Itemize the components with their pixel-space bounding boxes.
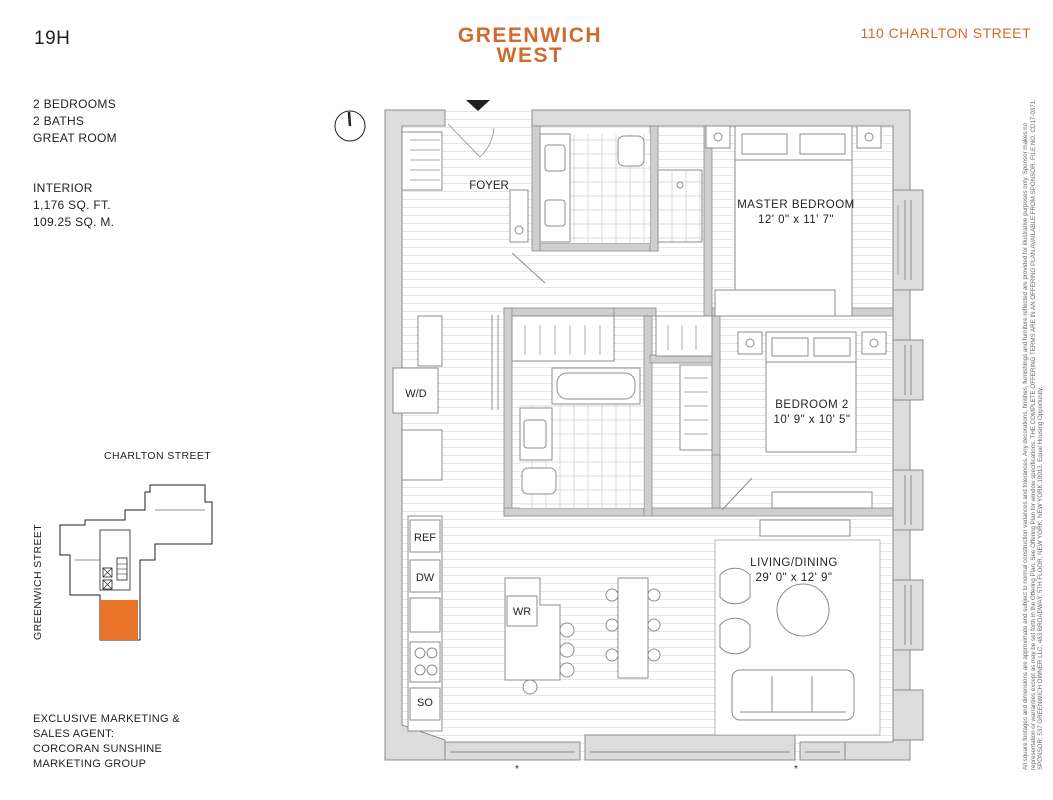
- media-console: [759, 519, 851, 537]
- cooktop: [409, 641, 441, 683]
- agent-line-4: MARKETING GROUP: [33, 758, 147, 770]
- unit-number: 19H: [34, 28, 71, 49]
- coffee-table: [776, 583, 830, 637]
- sofa: [731, 669, 855, 721]
- linen-closet: [417, 315, 443, 367]
- bedrooms-count: 2 BEDROOMS: [33, 97, 117, 111]
- storage-closet: [401, 429, 443, 481]
- room-label-living-dining: LIVING/DINING: [750, 557, 838, 569]
- key-plan-outline: [59, 484, 213, 641]
- key-plan-unit-highlight: [100, 600, 138, 640]
- area-sq-m: 109.25 SQ. M.: [33, 215, 115, 229]
- room-label-bedroom-2: BEDROOM 2: [775, 399, 849, 411]
- appliance-label-dw: DW: [416, 572, 435, 584]
- master-bed: [734, 125, 853, 317]
- bathtub: [551, 367, 641, 405]
- unit-summary: 2 BEDROOMS 2 BATHS GREAT ROOM: [33, 96, 117, 147]
- baths-count: 2 BATHS: [33, 114, 85, 128]
- street-label-charlton: CHARLTON STREET: [104, 450, 212, 462]
- agent-line-3: CORCORAN SUNSHINE: [33, 743, 163, 755]
- bedroom2-nightstand-left: [737, 331, 763, 355]
- legal-disclaimer: All square footages and dimensions are a…: [1022, 99, 1044, 770]
- logo-line-2: WEST: [496, 44, 564, 67]
- bedroom2-dresser: [771, 491, 873, 509]
- entry-arrow: [466, 100, 490, 111]
- agent-line-2: SALES AGENT:: [33, 728, 115, 740]
- key-plan-elevator-2: [102, 579, 113, 590]
- nightstand-right: [856, 125, 882, 149]
- interior-label: INTERIOR: [33, 181, 93, 195]
- appliance-label-wd: W/D: [405, 388, 426, 400]
- master-bench: [714, 289, 836, 317]
- room-dims-living-dining: 29' 0" x 12' 9": [756, 572, 833, 584]
- master-shower: [657, 169, 703, 243]
- entry-door: [447, 123, 495, 158]
- wine-refrigerator: [506, 595, 538, 627]
- marketing-agent: EXCLUSIVE MARKETING & SALES AGENT: CORCO…: [33, 712, 180, 772]
- appliance-label-wr: WR: [513, 606, 531, 618]
- floor-plan: FOYER MASTER BEDROOM 12' 0" x 11' 7" BED…: [334, 100, 924, 775]
- kitchen-sink: [409, 597, 441, 633]
- refrigerator: [409, 519, 441, 553]
- interior-area: INTERIOR 1,176 SQ. FT. 109.25 SQ. M.: [33, 180, 114, 231]
- oven: [409, 687, 441, 721]
- building-address: 110 CHARLTON STREET: [860, 25, 1031, 41]
- area-sq-ft: 1,176 SQ. FT.: [33, 198, 111, 212]
- master-toilet: [617, 135, 645, 167]
- bedroom2-wardrobe: [679, 364, 713, 451]
- dining-table: [617, 577, 649, 679]
- key-plan-elevator: [102, 567, 113, 578]
- bath2-vanity: [519, 407, 553, 461]
- great-room-label: GREAT ROOM: [33, 131, 117, 145]
- logo-line-1: GREENWICH: [457, 24, 603, 47]
- room-label-master-bedroom: MASTER BEDROOM: [737, 199, 855, 211]
- dishwasher: [409, 559, 441, 593]
- bedroom2-nightstand-right: [861, 331, 887, 355]
- footnote-asterisk-1: *: [515, 764, 519, 775]
- room-dims-bedroom-2: 10' 9" x 10' 5": [774, 414, 851, 426]
- foyer-closet: [401, 131, 443, 191]
- dining-chairs: [605, 588, 661, 662]
- bath-door: [511, 252, 546, 284]
- armchair-2: [719, 617, 751, 655]
- bedroom2-closet: [655, 315, 713, 357]
- nightstand-left: [705, 125, 731, 149]
- washer-dryer: [392, 367, 439, 414]
- appliance-label-ref: REF: [414, 532, 436, 544]
- key-plan: [59, 484, 213, 641]
- footnote-asterisk-2: *: [794, 764, 798, 775]
- bedroom2-door: [721, 477, 753, 511]
- armchair-1: [719, 567, 751, 605]
- room-dims-master-bedroom: 12' 0" x 11' 7": [758, 214, 834, 226]
- appliance-label-so: SO: [417, 697, 433, 709]
- agent-line-1: EXCLUSIVE MARKETING &: [33, 713, 180, 725]
- brand-logo: GREENWICH WEST: [430, 24, 630, 67]
- bath2-toilet: [521, 467, 557, 495]
- foyer-console: [509, 189, 529, 243]
- room-label-foyer: FOYER: [469, 180, 509, 192]
- hall-closet: [511, 315, 615, 362]
- windows: [450, 200, 912, 753]
- street-label-greenwich: GREENWICH STREET: [32, 523, 44, 640]
